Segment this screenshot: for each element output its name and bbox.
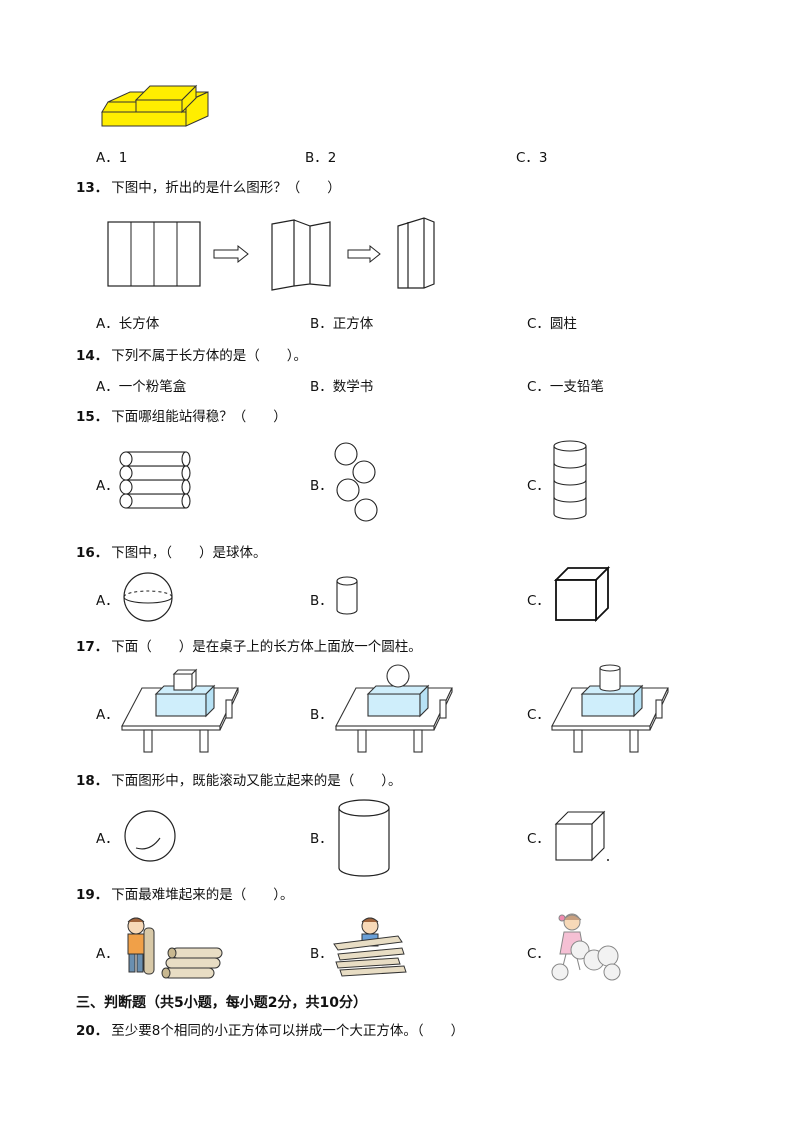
stacked-balls-figure [334,442,378,522]
question-18-number: 18． [76,773,109,789]
sphere-figure [123,572,173,622]
question-13-number: 13． [76,180,109,196]
q15-option-a[interactable]: A． [96,478,119,494]
question-19: 19．下面最难堆起来的是（ ）。 [76,883,294,903]
question-13: 13．下图中，折出的是什么图形？（ ） [76,176,341,196]
q14-option-c[interactable]: C．一支铅笔 [527,379,604,395]
q17-option-c[interactable]: C． [527,707,550,723]
circle-ball-figure [124,810,176,862]
table-box-ball-figure [335,664,453,753]
question-13-text: 下图中，折出的是什么图形？（ ） [111,180,341,196]
q18-option-a[interactable]: A． [96,831,119,847]
q16-option-c[interactable]: C． [527,593,550,609]
small-cylinder-figure [336,576,358,615]
q12-option-c[interactable]: C．3 [516,150,548,166]
question-20-text: 至少要8个相同的小正方体可以拼成一个大正方体。（ ） [111,1023,465,1039]
q14-option-a[interactable]: A．一个粉笔盒 [96,379,187,395]
question-14-number: 14． [76,348,109,364]
child-with-logs-illustration [127,917,223,979]
question-17: 17．下面（ ）是在桌子上的长方体上面放一个圆柱。 [76,635,422,655]
q14-option-b[interactable]: B．数学书 [310,379,374,395]
question-15-text: 下面哪组能站得稳？（ ） [111,409,287,425]
question-18: 18．下面图形中，既能滚动又能立起来的是（ ）。 [76,769,402,789]
q18-option-c[interactable]: C． [527,831,550,847]
q17-option-a[interactable]: A． [96,707,119,723]
question-17-text: 下面（ ）是在桌子上的长方体上面放一个圆柱。 [111,639,422,655]
question-19-number: 19． [76,887,109,903]
question-20: 20．至少要8个相同的小正方体可以拼成一个大正方体。（ ） [76,1019,464,1039]
question-20-number: 20． [76,1023,109,1039]
q12-option-a[interactable]: A．1 [96,150,128,166]
q17-option-b[interactable]: B． [310,707,333,723]
table-box-cube-figure [121,668,239,753]
question-17-number: 17． [76,639,109,655]
question-14: 14．下列不属于长方体的是（ ）。 [76,344,307,364]
q13-option-b[interactable]: B．正方体 [310,316,374,332]
question-16: 16．下图中，（ ）是球体。 [76,541,267,561]
question-15-number: 15． [76,409,109,425]
girl-with-balls-illustration [551,913,621,981]
child-with-planks-illustration [333,917,407,977]
question-16-number: 16． [76,545,109,561]
q19-option-b[interactable]: B． [310,946,333,962]
q12-option-b[interactable]: B．2 [305,150,337,166]
q13-option-a[interactable]: A．长方体 [96,316,160,332]
cube-figure [553,565,611,623]
question-19-text: 下面最难堆起来的是（ ）。 [111,887,294,903]
yellow-blocks-figure [101,84,209,127]
question-18-text: 下面图形中，既能滚动又能立起来的是（ ）。 [111,773,402,789]
cube-thin-figure [554,810,609,862]
question-14-text: 下列不属于长方体的是（ ）。 [111,348,308,364]
section-3-title: 三、判断题（共5小题，每小题2分，共10分） [76,995,367,1011]
q19-option-a[interactable]: A． [96,946,119,962]
q19-option-c[interactable]: C． [527,946,550,962]
stacked-lying-cylinders-figure [119,451,191,509]
tall-cylinder-figure [338,799,390,877]
folding-paper-figure [107,217,435,291]
table-box-cylinder-figure [551,664,669,753]
q16-option-a[interactable]: A． [96,593,119,609]
question-16-text: 下图中，（ ）是球体。 [111,545,267,561]
q15-option-b[interactable]: B． [310,478,333,494]
stacked-standing-cylinders-figure [553,440,587,520]
question-15: 15．下面哪组能站得稳？（ ） [76,405,287,425]
q16-option-b[interactable]: B． [310,593,333,609]
q13-option-c[interactable]: C．圆柱 [527,316,577,332]
q18-option-b[interactable]: B． [310,831,333,847]
q15-option-c[interactable]: C． [527,478,550,494]
